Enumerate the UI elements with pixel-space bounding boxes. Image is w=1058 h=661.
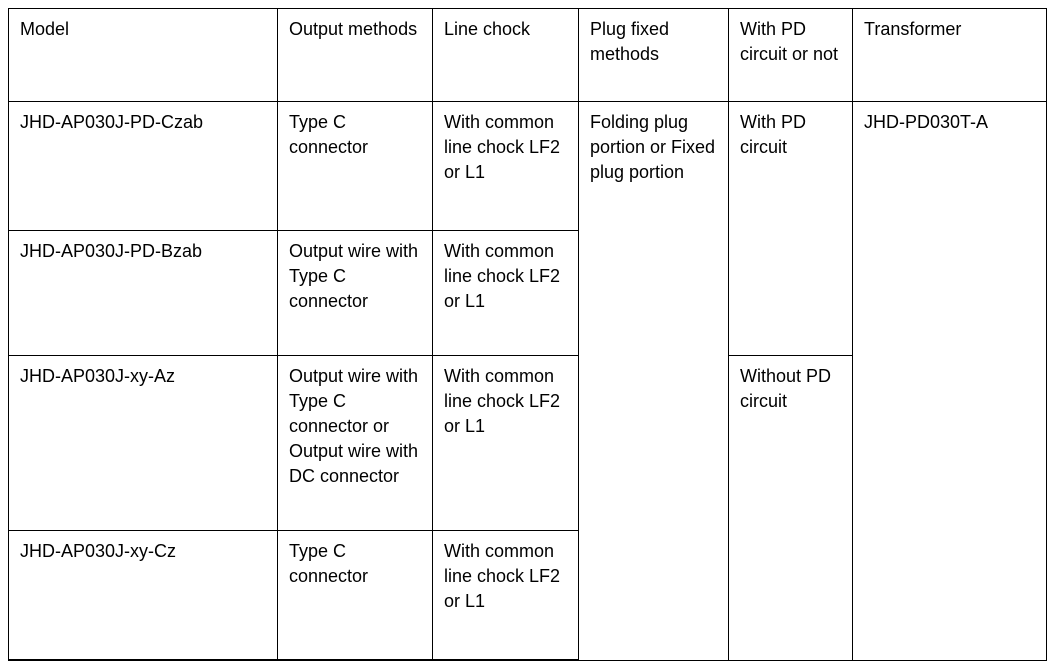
table-row: JHD-AP030J-PD-Czab Type C connector With… xyxy=(8,101,1047,661)
cell-pd-circuit-without: Without PD circuit xyxy=(728,355,853,661)
cell-output-methods: Type C connector xyxy=(277,101,433,231)
table-row: JHD-AP030J-xy-Az Output wire with Type C… xyxy=(8,355,1047,661)
cell-model: JHD-AP030J-PD-Bzab xyxy=(8,230,278,356)
cell-line-chock: With common line chock LF2 or L1 xyxy=(432,355,579,531)
column-header-pd-circuit: With PD circuit or not xyxy=(728,8,853,102)
document-page: Model Output methods Line chock Plug fix… xyxy=(8,8,1047,661)
product-specification-table: Model Output methods Line chock Plug fix… xyxy=(8,8,1047,661)
cell-line-chock: With common line chock LF2 or L1 xyxy=(432,530,579,661)
cell-model: JHD-AP030J-PD-Czab xyxy=(8,101,278,231)
table-row: JHD-AP030J-xy-Cz Type C connector With c… xyxy=(8,530,1047,661)
cell-output-methods: Output wire with Type C connector or Out… xyxy=(277,355,433,531)
table-row: JHD-AP030J-PD-Bzab Output wire with Type… xyxy=(8,230,1047,356)
table-header-row: Model Output methods Line chock Plug fix… xyxy=(8,8,1047,102)
cell-pd-circuit-with: With PD circuit xyxy=(728,101,853,356)
column-header-transformer: Transformer xyxy=(852,8,1047,102)
column-header-plug-fixed-methods: Plug fixed methods xyxy=(578,8,729,102)
column-header-output-methods: Output methods xyxy=(277,8,433,102)
cell-line-chock: With common line chock LF2 or L1 xyxy=(432,230,579,356)
cell-line-chock: With common line chock LF2 or L1 xyxy=(432,101,579,231)
cell-model: JHD-AP030J-xy-Cz xyxy=(8,530,278,661)
cell-model: JHD-AP030J-xy-Az xyxy=(8,355,278,531)
cell-output-methods: Output wire with Type C connector xyxy=(277,230,433,356)
column-header-line-chock: Line chock xyxy=(432,8,579,102)
cell-output-methods: Type C connector xyxy=(277,530,433,661)
cell-transformer-merged: JHD-PD030T-A xyxy=(852,101,1047,661)
column-header-model: Model xyxy=(8,8,278,102)
cell-plug-fixed-methods-merged: Folding plug portion or Fixed plug porti… xyxy=(578,101,729,661)
